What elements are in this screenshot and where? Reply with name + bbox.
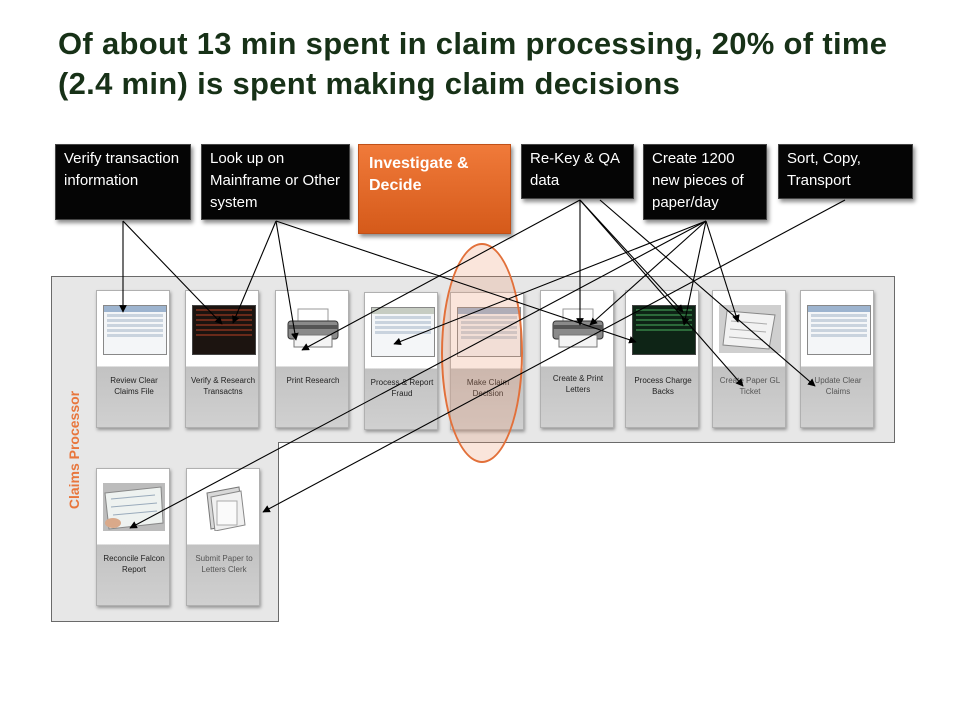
arrow — [122, 220, 223, 325]
screenshot-icon — [807, 305, 871, 355]
card-label: Verify & Research Transactns — [190, 376, 256, 396]
arrow — [705, 220, 740, 323]
callout-investigate-decide: Investigate & Decide — [358, 144, 511, 234]
card-review-clear-claims-file[interactable]: Review Clear Claims File — [96, 290, 170, 428]
card-label: Create Paper GL Ticket — [719, 376, 781, 396]
callout-create-paper: Create 1200 new pieces of paper/day — [643, 144, 767, 220]
arrow — [393, 220, 707, 346]
screenshot-icon — [371, 307, 435, 357]
arrow — [599, 199, 816, 387]
mainframe-screen-icon — [192, 305, 256, 355]
card-update-clear-claims[interactable]: Update Clear Claims — [800, 290, 874, 428]
card-print-research[interactable]: Print Research — [275, 290, 349, 428]
arrow — [301, 199, 581, 351]
arrow — [589, 220, 707, 326]
callout-verify-transaction: Verify transaction information — [55, 144, 191, 220]
arrow — [275, 220, 637, 344]
card-label: Update Clear Claims — [814, 376, 862, 396]
card-create-paper-gl-ticket[interactable]: Create Paper GL Ticket — [712, 290, 786, 428]
card-label: Process Charge Backs — [634, 376, 692, 396]
screenshot-icon — [103, 305, 167, 355]
callout-sort-copy-transport: Sort, Copy, Transport — [778, 144, 913, 199]
folder-icon — [206, 486, 246, 531]
arrow — [681, 220, 707, 326]
printer-icon — [552, 308, 604, 348]
mainframe-screen-icon — [632, 305, 696, 355]
arrow — [232, 220, 277, 324]
page-title: Of about 13 min spent in claim processin… — [58, 26, 888, 101]
card-label: Create & Print Letters — [552, 374, 604, 394]
arrow — [275, 220, 299, 341]
card-label: Print Research — [286, 376, 340, 385]
card-verify-research[interactable]: Verify & Research Transactns — [185, 290, 259, 428]
card-process-report-fraud[interactable]: Process & Report Fraud — [364, 292, 438, 430]
arrow — [262, 199, 846, 513]
arrow — [579, 199, 744, 387]
arrow — [129, 220, 707, 529]
arrow — [579, 199, 684, 313]
printer-icon — [287, 308, 339, 348]
callout-look-up-mainframe: Look up on Mainframe or Other system — [201, 144, 350, 220]
decision-highlight-oval — [441, 243, 523, 463]
card-label: Submit Paper to Letters Clerk — [195, 554, 253, 574]
callout-rekey-qa: Re-Key & QA data — [521, 144, 634, 199]
card-label: Reconcile Falcon Report — [103, 554, 165, 574]
card-label: Review Clear Claims File — [110, 376, 158, 396]
card-create-print-letters[interactable]: Create & Print Letters — [540, 290, 614, 428]
